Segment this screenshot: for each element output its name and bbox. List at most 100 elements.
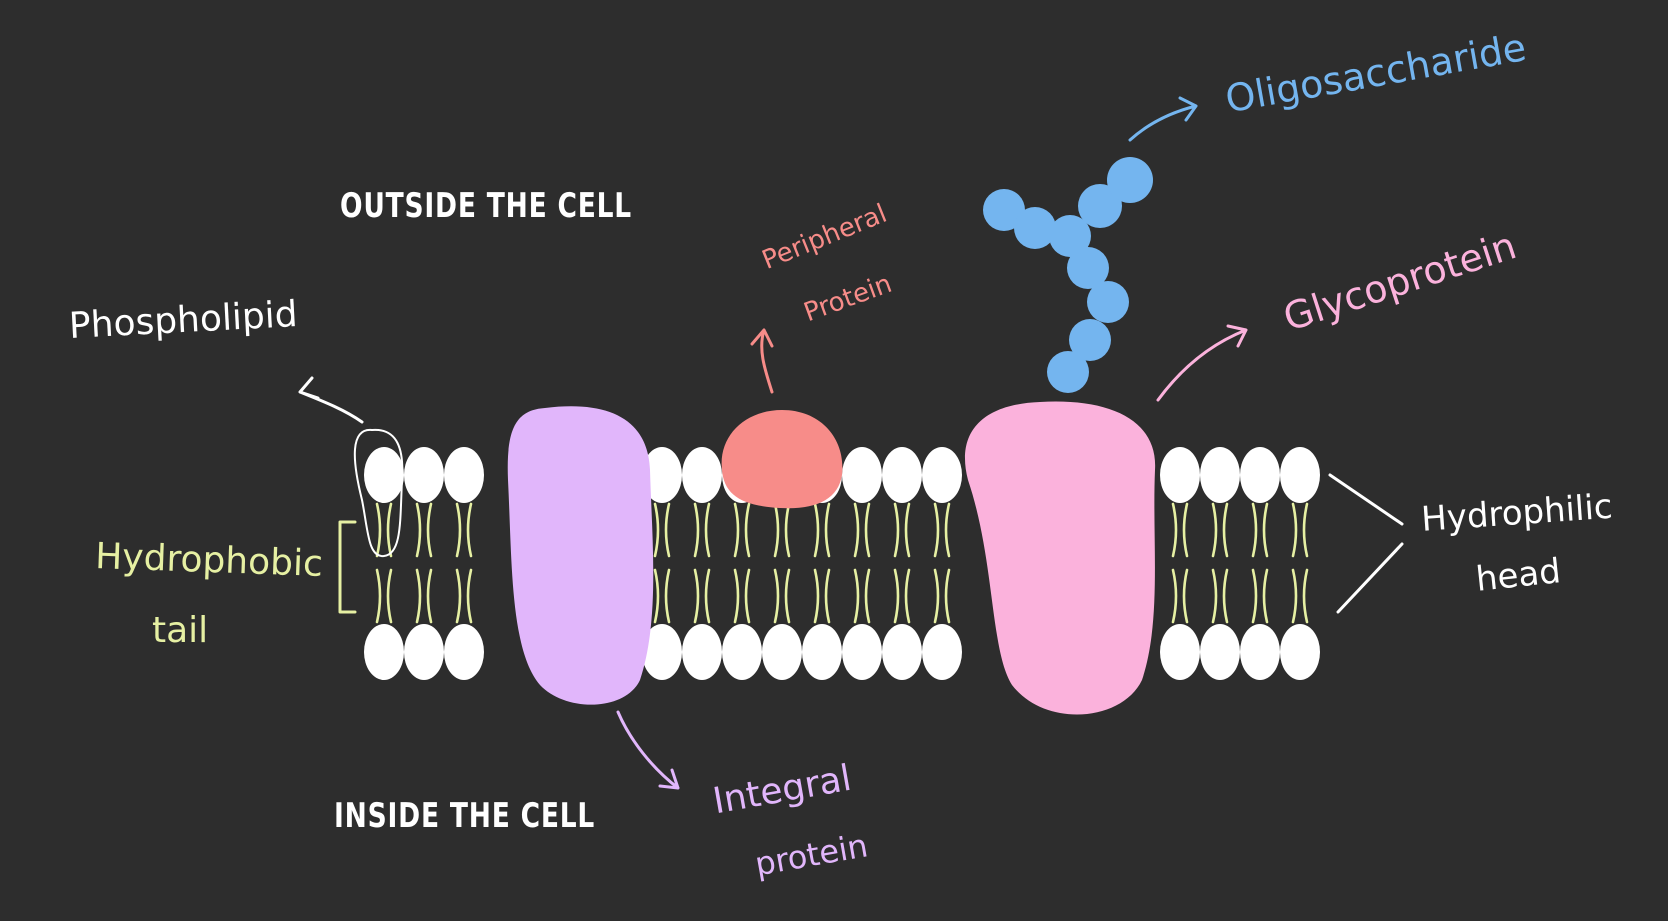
tail: [1171, 568, 1178, 624]
tail: [455, 568, 462, 624]
tail: [466, 568, 473, 624]
inner-head: [722, 624, 762, 680]
inner-head: [762, 624, 802, 680]
tail: [853, 502, 860, 558]
outer-head: [364, 447, 404, 503]
tail: [664, 502, 671, 558]
tail: [693, 568, 700, 624]
sugar-unit: [1069, 319, 1111, 361]
tail: [904, 568, 911, 624]
outer-head: [842, 447, 882, 503]
inner-head: [642, 624, 682, 680]
sugar-unit: [1047, 351, 1089, 393]
tail: [693, 502, 700, 558]
tail: [1262, 568, 1269, 624]
outer-head: [1200, 447, 1240, 503]
tail: [813, 502, 820, 558]
outer-head: [642, 447, 682, 503]
outer-head: [1160, 447, 1200, 503]
tail: [426, 568, 433, 624]
outside-label: OUTSIDE THE CELL: [340, 186, 633, 226]
tail: [784, 502, 791, 558]
glycoprotein-arrow: [1156, 324, 1248, 402]
inner-head: [1200, 624, 1240, 680]
inner-head: [1160, 624, 1200, 680]
peripheral-protein: [721, 410, 843, 509]
tail: [1302, 502, 1309, 558]
tail: [1171, 502, 1178, 558]
tail: [386, 568, 393, 624]
tail: [824, 568, 831, 624]
tail: [704, 568, 711, 624]
tail: [653, 568, 660, 624]
tail: [1211, 502, 1218, 558]
hydrophobic-tails: [375, 502, 1309, 624]
tail: [773, 502, 780, 558]
tail: [933, 568, 940, 624]
inner-head: [1280, 624, 1320, 680]
tail: [864, 502, 871, 558]
tail: [1251, 502, 1258, 558]
tail: [784, 568, 791, 624]
tail: [375, 568, 382, 624]
inner-head: [842, 624, 882, 680]
tail: [744, 502, 751, 558]
tail: [864, 568, 871, 624]
tail: [1302, 568, 1309, 624]
tail: [415, 568, 422, 624]
inner-head: [1240, 624, 1280, 680]
sugar-unit: [983, 189, 1025, 231]
hydrophobic-bracket: [338, 520, 357, 614]
outer-head: [1280, 447, 1320, 503]
tail: [1211, 568, 1218, 624]
tail: [893, 568, 900, 624]
hydrophobic-label-line1: Hydrophobic: [94, 536, 324, 585]
tail: [813, 568, 820, 624]
hydrophilic-pointer-lower: [1336, 542, 1404, 614]
tail: [853, 568, 860, 624]
tail: [733, 502, 740, 558]
outer-head: [922, 447, 962, 503]
tail: [426, 502, 433, 558]
tail: [375, 502, 382, 558]
tail: [1182, 568, 1189, 624]
integral-arrow: [616, 710, 680, 790]
inner-head: [922, 624, 962, 680]
tail: [944, 568, 951, 624]
tail: [904, 502, 911, 558]
tail: [466, 502, 473, 558]
inside-label: INSIDE THE CELL: [334, 796, 596, 836]
inner-head: [802, 624, 842, 680]
inner-head: [404, 624, 444, 680]
inner-head: [444, 624, 484, 680]
outer-head: [404, 447, 444, 503]
hydrophilic-pointer-upper: [1328, 473, 1404, 526]
outer-head: [444, 447, 484, 503]
tail: [733, 568, 740, 624]
outer-head: [1240, 447, 1280, 503]
tail: [773, 568, 780, 624]
sugar-unit: [1067, 247, 1109, 289]
tail: [455, 502, 462, 558]
hydrophobic-label-line2: tail: [152, 610, 209, 651]
glycoprotein: [964, 401, 1156, 715]
tail: [664, 568, 671, 624]
tail: [1222, 568, 1229, 624]
outer-head: [682, 447, 722, 503]
outer-head: [882, 447, 922, 503]
phospholipid-arrow: [298, 376, 364, 424]
tail: [933, 502, 940, 558]
tail: [1262, 502, 1269, 558]
peripheral-arrow: [750, 328, 774, 394]
tail: [653, 502, 660, 558]
oligosaccharide-chain: [983, 157, 1153, 393]
tail: [1182, 502, 1189, 558]
tail: [893, 502, 900, 558]
phospholipid-outline: [353, 428, 404, 558]
tail: [1291, 502, 1298, 558]
inner-head: [682, 624, 722, 680]
tail: [1291, 568, 1298, 624]
integral-protein: [507, 406, 654, 705]
sugar-unit: [1078, 184, 1122, 228]
